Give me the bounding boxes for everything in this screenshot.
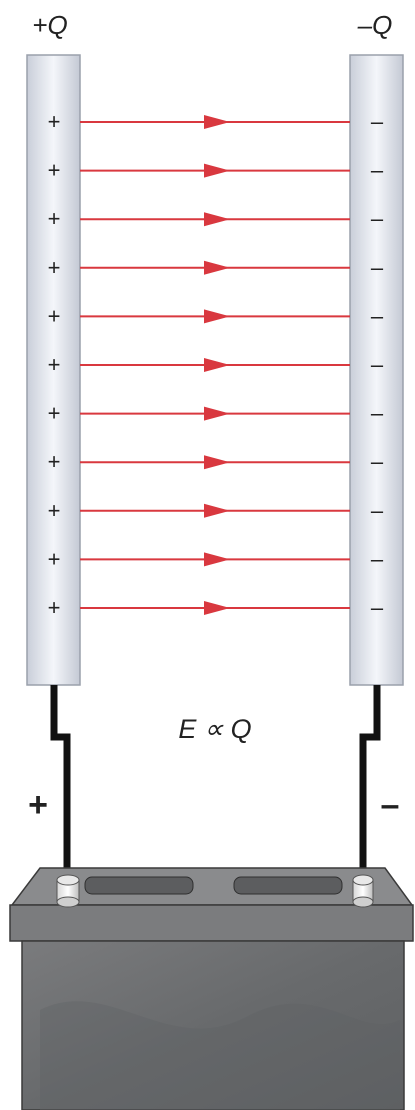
field-line: [80, 503, 350, 518]
negative-charge: –: [371, 352, 384, 377]
field-arrowhead: [204, 212, 230, 227]
negative-charge: –: [371, 546, 384, 571]
negative-charge: –: [371, 303, 384, 328]
field-arrowhead: [204, 309, 230, 324]
field-arrowhead: [204, 552, 230, 567]
proportionality-equation: E ∝ Q: [178, 714, 251, 744]
field-line: [80, 115, 350, 129]
field-line: [80, 601, 350, 615]
field-arrowhead: [204, 503, 230, 518]
negative-sign-label: –: [381, 786, 400, 824]
negative-charge: –: [371, 158, 384, 183]
battery-body: [21, 940, 405, 1110]
right-plate-charges: – – – – – – – – – – –: [371, 109, 384, 620]
field-line: [80, 260, 350, 275]
field-line: [80, 163, 350, 178]
negative-charge: –: [371, 109, 384, 134]
negative-charge: –: [371, 595, 384, 620]
field-arrowhead: [204, 115, 230, 129]
electric-field-lines: [80, 115, 350, 615]
negative-charge: –: [371, 401, 384, 426]
battery: [9, 867, 414, 1110]
positive-charge: +: [48, 449, 61, 474]
negative-charge: –: [371, 498, 384, 523]
battery-vent-left: [84, 876, 194, 895]
field-arrowhead: [204, 358, 230, 372]
positive-sign-label: +: [28, 786, 48, 824]
positive-charge: +: [48, 255, 61, 280]
field-line: [80, 455, 350, 470]
field-line: [80, 212, 350, 227]
right-plate-charge-label: –Q: [357, 10, 393, 40]
left-plate-charge-label: +Q: [32, 10, 67, 40]
battery-shading: [40, 1001, 400, 1110]
positive-charge: +: [48, 401, 61, 426]
field-arrowhead: [204, 260, 230, 275]
negative-charge: –: [371, 206, 384, 231]
positive-wire: [50, 685, 71, 880]
field-line: [80, 406, 350, 421]
field-arrowhead: [204, 406, 230, 421]
positive-charge: +: [48, 595, 61, 620]
field-line: [80, 552, 350, 567]
left-plate: [26, 54, 81, 686]
battery-lid-rim: [9, 904, 414, 942]
positive-charge: +: [48, 206, 61, 231]
positive-charge: +: [48, 546, 61, 571]
positive-charge: +: [48, 352, 61, 377]
negative-wire: [359, 685, 381, 880]
positive-charge: +: [48, 303, 61, 328]
positive-terminal: [56, 874, 80, 908]
field-line: [80, 358, 350, 372]
field-arrowhead: [204, 601, 230, 615]
positive-charge: +: [48, 109, 61, 134]
left-plate-charges: + + + + + + + + + + +: [48, 109, 61, 620]
negative-charge: –: [371, 255, 384, 280]
field-line: [80, 309, 350, 324]
positive-charge: +: [48, 498, 61, 523]
field-arrowhead: [204, 455, 230, 470]
negative-charge: –: [371, 449, 384, 474]
negative-terminal: [352, 874, 374, 908]
field-arrowhead: [204, 163, 230, 178]
right-plate: [349, 54, 404, 686]
positive-charge: +: [48, 158, 61, 183]
battery-vent-right: [233, 876, 343, 895]
